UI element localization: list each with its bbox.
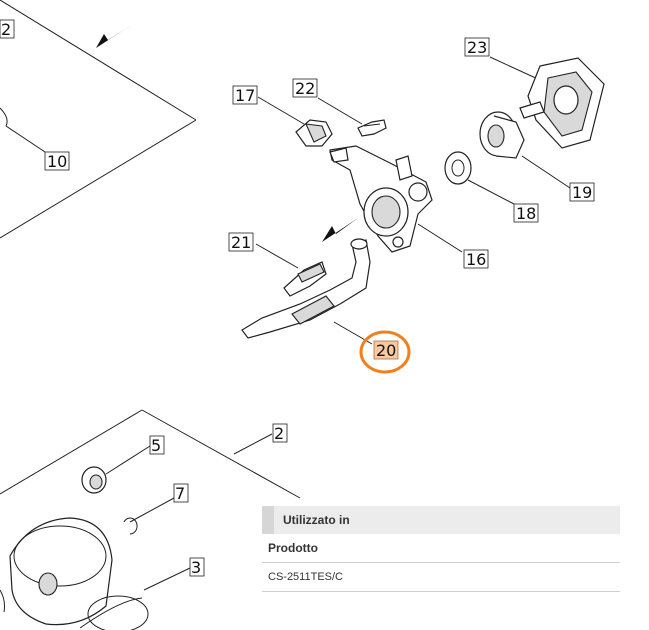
label-part-2-top[interactable]: 2 — [0, 19, 15, 39]
used-in-header: Utilizzato in — [262, 506, 620, 534]
label-part-21[interactable]: 21 — [228, 232, 254, 252]
svg-text:22: 22 — [295, 79, 315, 98]
label-part-3[interactable]: 3 — [189, 557, 205, 577]
product-row[interactable]: CS-2511TES/C — [262, 563, 620, 592]
product-column-label: Prodotto — [268, 541, 318, 555]
label-part-19[interactable]: 19 — [569, 182, 595, 202]
top-left-assembly-outline — [0, 0, 197, 239]
svg-text:2: 2 — [274, 424, 284, 443]
part-17-clip — [257, 96, 333, 147]
highlight-circle — [359, 330, 411, 374]
product-name[interactable]: CS-2511TES/C — [268, 571, 343, 583]
product-column-header: Prodotto — [262, 534, 620, 563]
svg-text:17: 17 — [235, 86, 255, 105]
svg-text:18: 18 — [516, 204, 536, 223]
svg-text:21: 21 — [231, 233, 251, 252]
part-20-oil-hose — [241, 238, 373, 345]
part-23-cover — [489, 56, 605, 149]
used-in-panel: Utilizzato in Prodotto CS-2511TES/C — [262, 506, 620, 616]
part-16-oil-pump — [329, 145, 463, 253]
svg-text:23: 23 — [467, 38, 487, 57]
svg-text:16: 16 — [466, 250, 486, 269]
svg-text:7: 7 — [175, 484, 185, 503]
label-part-23[interactable]: 23 — [464, 37, 490, 57]
part-21-strainer — [255, 243, 327, 297]
label-part-5[interactable]: 5 — [149, 435, 165, 455]
label-part-17[interactable]: 17 — [232, 85, 258, 105]
label-part-18[interactable]: 18 — [513, 203, 539, 223]
label-part-2-bottom[interactable]: 2 — [272, 423, 288, 443]
svg-text:10: 10 — [47, 152, 67, 171]
part-7-circlip — [123, 497, 175, 535]
part-18-washer — [444, 151, 515, 205]
svg-text:20: 20 — [376, 341, 396, 360]
part-3-piston — [0, 517, 191, 630]
used-in-title: Utilizzato in — [283, 513, 350, 527]
label-part-20[interactable]: 20 — [373, 340, 399, 360]
label-part-22[interactable]: 22 — [292, 78, 318, 98]
part-5-washer — [81, 445, 151, 494]
label-part-16[interactable]: 16 — [463, 249, 489, 269]
part-19-worm-gear — [479, 111, 571, 189]
svg-text:5: 5 — [151, 436, 161, 455]
svg-text:19: 19 — [572, 183, 592, 202]
bottom-left-assembly-outline — [0, 409, 301, 499]
svg-text:3: 3 — [191, 558, 201, 577]
arrow-marker-middle — [322, 218, 358, 242]
label-part-10[interactable]: 10 — [44, 151, 70, 171]
label-part-7[interactable]: 7 — [173, 483, 189, 503]
part-22-screw — [317, 97, 387, 137]
arrow-marker-top — [96, 26, 130, 48]
svg-text:2: 2 — [1, 20, 11, 39]
